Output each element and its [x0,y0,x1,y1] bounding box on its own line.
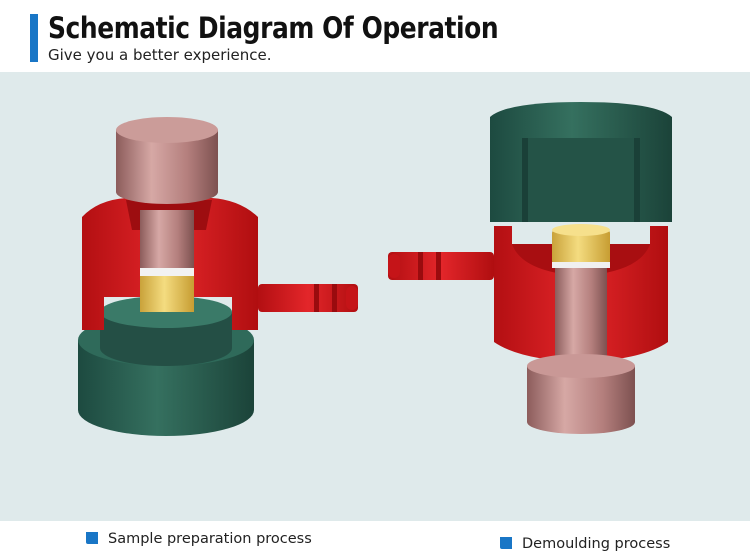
demoulding-assembly [388,102,672,434]
right-punch [527,224,635,434]
diagram-stage: Sample preparation process Demoulding pr… [0,72,750,552]
caption-demoulding-label: Demoulding process [522,536,671,552]
left-side-handle [258,284,358,312]
square-bullet-icon [85,532,99,546]
header: Schematic Diagram Of Operation Give you … [0,0,750,72]
right-green-cap [490,102,672,222]
left-green-base [78,296,254,436]
page-subtitle: Give you a better experience. [48,46,272,64]
page-title: Schematic Diagram Of Operation [48,11,499,45]
title-accent-bar [30,14,38,62]
operation-diagram [78,102,672,436]
caption-demoulding: Demoulding process [499,536,670,552]
square-bullet-icon [499,537,513,551]
caption-sample-preparation-label: Sample preparation process [108,531,312,547]
right-side-handle [388,252,494,280]
left-punch [116,117,218,312]
caption-sample-preparation: Sample preparation process [85,531,312,547]
sample-preparation-assembly [78,117,358,436]
